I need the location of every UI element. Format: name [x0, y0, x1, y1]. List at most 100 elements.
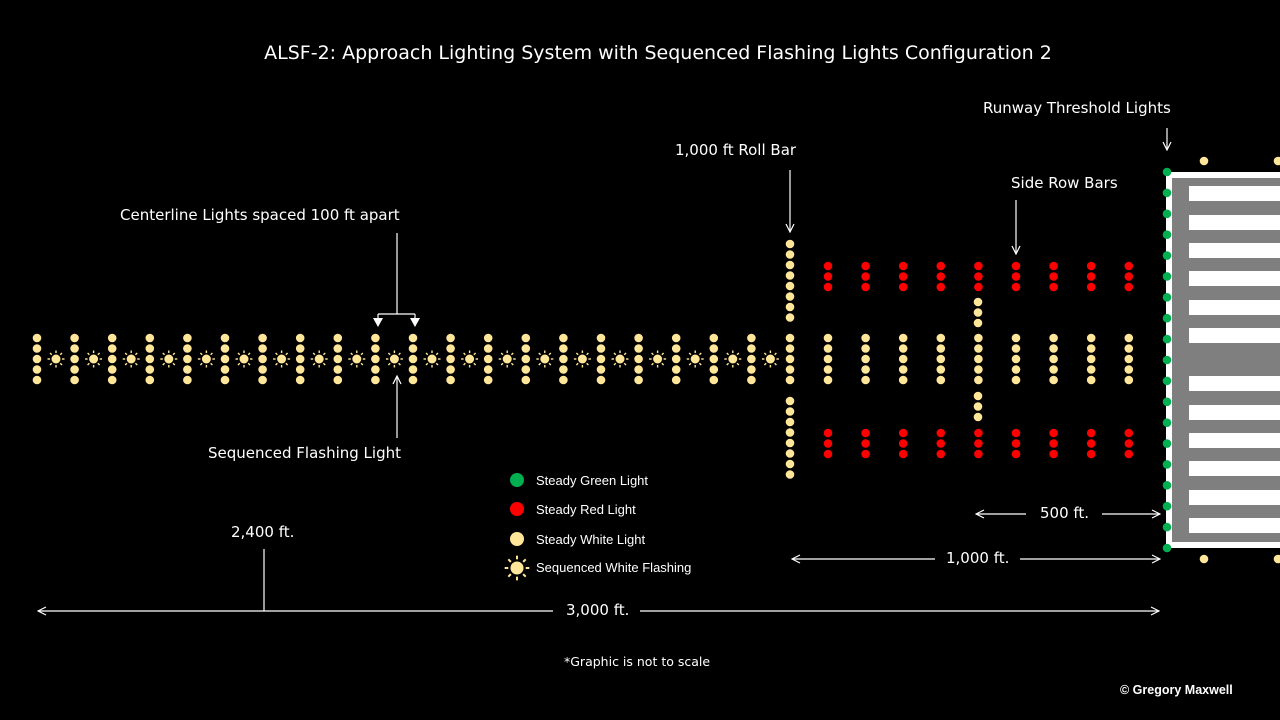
- steady-green-light: [1162, 209, 1172, 219]
- flasher-core: [653, 354, 663, 364]
- steady-white-light: [596, 375, 606, 385]
- dimension-2400ft: 2,400 ft.: [231, 523, 295, 541]
- flasher-ray: [463, 362, 466, 366]
- flasher-ray: [199, 352, 203, 356]
- side-row-bar: [1011, 261, 1021, 292]
- side-row-bar: [1124, 428, 1134, 459]
- flasher-core: [126, 354, 136, 364]
- steady-white-light: [1049, 365, 1058, 374]
- steady-white-light: [634, 344, 643, 353]
- steady-red-light: [861, 272, 870, 281]
- runway-edge-light: [1273, 554, 1280, 564]
- steady-red-light: [974, 261, 983, 271]
- sequenced-flasher-icon: [611, 350, 629, 368]
- roll-bar-light: [785, 333, 795, 343]
- flasher-ray: [510, 352, 514, 356]
- steady-green-light: [1162, 334, 1172, 344]
- flasher-ray: [613, 352, 617, 356]
- flasher-ray: [435, 362, 439, 366]
- steady-white-light: [333, 333, 343, 343]
- steady-white-light: [333, 375, 343, 385]
- flasher-ray: [500, 362, 504, 366]
- steady-white-light: [823, 344, 833, 353]
- flasher-core: [728, 354, 738, 364]
- side-row-bar: [861, 428, 870, 459]
- steady-white-light: [295, 375, 305, 385]
- steady-white-light: [521, 375, 531, 385]
- flasher-ray: [463, 352, 466, 356]
- steady-red-light: [1086, 449, 1096, 459]
- steady-green-light: [1162, 272, 1172, 281]
- steady-white-light: [747, 333, 756, 343]
- steady-white-light: [709, 333, 719, 343]
- side-row-bar: [974, 428, 983, 459]
- sequenced-flasher-icon: [160, 350, 178, 368]
- steady-white-light: [183, 375, 192, 385]
- lights-layer: [32, 156, 1280, 564]
- flasher-ray: [575, 362, 579, 366]
- flasher-ray: [49, 362, 53, 366]
- steady-white-light: [559, 375, 568, 385]
- steady-red-light: [1011, 272, 1021, 281]
- flasher-ray: [538, 362, 542, 366]
- flasher-ray: [322, 362, 326, 366]
- steady-white-light: [898, 354, 908, 364]
- steady-green-light: [1162, 167, 1172, 177]
- flasher-ray: [507, 573, 512, 578]
- steady-white-light: [521, 333, 531, 343]
- dimension-500ft: 500 ft.: [1034, 504, 1096, 522]
- steady-red-light: [861, 439, 870, 448]
- flasher-ray: [97, 352, 101, 356]
- flasher-ray: [425, 352, 429, 356]
- flasher-ray: [285, 362, 289, 366]
- flasher-ray: [507, 558, 512, 563]
- centerline-barrette: [1124, 333, 1134, 385]
- steady-red-light: [936, 449, 946, 459]
- steady-white-light: [107, 365, 117, 374]
- flasher-ray: [548, 362, 552, 366]
- flasher-ray: [59, 352, 63, 356]
- steady-red-light: [1049, 272, 1058, 281]
- roll-bar-light: [785, 354, 795, 364]
- steady-white-light: [32, 344, 42, 353]
- threshold-annotation: Runway Threshold Lights: [983, 99, 1171, 117]
- steady-red-light: [898, 428, 908, 438]
- flasher-ray: [360, 362, 364, 366]
- flasher-ray: [736, 362, 740, 366]
- steady-red-light: [974, 449, 983, 459]
- roll-bar-light: [785, 250, 795, 259]
- steady-white-light: [521, 344, 531, 353]
- steady-white-light: [936, 333, 946, 343]
- steady-red-light: [1124, 428, 1134, 438]
- steady-white-light: [1011, 375, 1021, 385]
- steady-white-light: [823, 333, 833, 343]
- flasher-ray: [124, 362, 128, 366]
- steady-white-light: [1049, 344, 1058, 353]
- steady-white-light: [371, 375, 380, 385]
- sequenced-flasher-icon: [385, 350, 403, 368]
- flasher-ray: [473, 352, 477, 356]
- flasher-ray: [312, 362, 316, 366]
- sequenced-flasher-icon: [47, 350, 65, 368]
- legend-label-red: Steady Red Light: [536, 502, 636, 517]
- roll-bar-light: [785, 260, 795, 270]
- steady-white-light: [709, 365, 719, 374]
- roll-bar-light: [785, 470, 795, 479]
- steady-white-light: [70, 375, 79, 385]
- roll-bar-light: [785, 407, 795, 416]
- flasher-core: [89, 354, 99, 364]
- flasher-ray: [398, 362, 401, 366]
- roll-bar-light: [785, 375, 795, 385]
- steady-white-light: [973, 297, 983, 307]
- steady-white-light: [559, 354, 568, 364]
- flasher-core: [690, 354, 700, 364]
- flasher-core: [540, 354, 550, 364]
- flasher-ray: [360, 352, 364, 356]
- steady-white-light: [220, 375, 230, 385]
- steady-green-light: [1162, 418, 1172, 427]
- dimension-1000ft: 1,000 ft.: [940, 549, 1016, 567]
- runway-threshold-stripe: [1189, 271, 1280, 286]
- steady-white-light: [521, 354, 531, 364]
- steady-red-light: [1124, 449, 1134, 459]
- steady-white-light: [483, 344, 493, 353]
